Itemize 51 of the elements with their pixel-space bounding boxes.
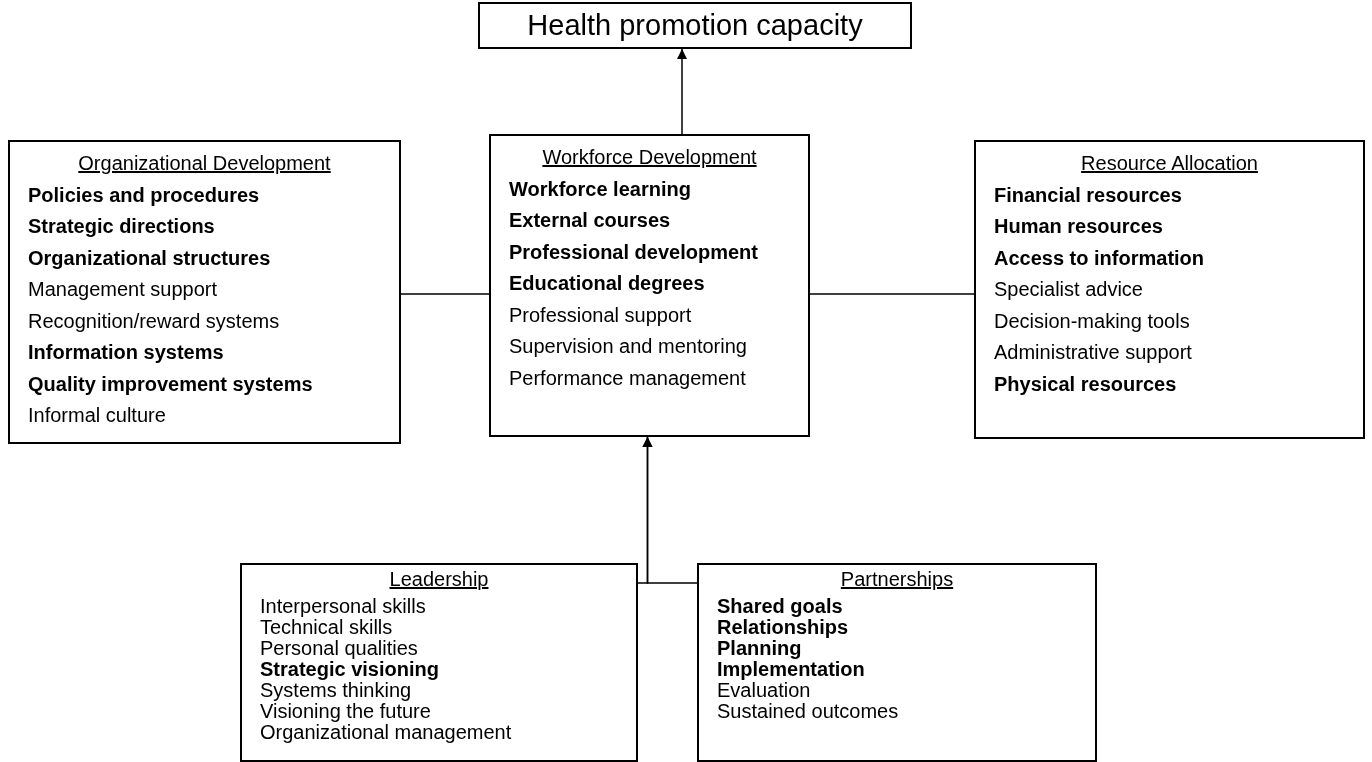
list-item: Planning xyxy=(717,638,802,659)
list-item: Workforce learning xyxy=(509,176,691,202)
list-item: External courses xyxy=(509,208,671,233)
list-item: Management support xyxy=(28,277,217,302)
list-item: Financial resources xyxy=(994,182,1182,208)
component-box xyxy=(240,563,638,762)
connector-line xyxy=(400,293,490,295)
list-item: Educational degrees xyxy=(509,271,705,296)
list-item: Sustained outcomes xyxy=(717,701,899,722)
list-item: Quality improvement systems xyxy=(28,371,313,397)
goal-box xyxy=(478,2,912,49)
list-item: Performance management xyxy=(509,365,746,391)
list-item: Interpersonal skills xyxy=(260,596,426,617)
list-item: Systems thinking xyxy=(260,680,412,701)
list-item: Professional support xyxy=(509,302,692,328)
list-item: Organizational structures xyxy=(28,245,271,271)
box-heading: Resource Allocation xyxy=(1080,151,1259,176)
connector-line xyxy=(809,293,975,295)
list-item: Personal qualities xyxy=(260,638,418,659)
list-item: Shared goals xyxy=(717,596,843,617)
list-item: Information systems xyxy=(28,340,224,365)
list-item: Access to information xyxy=(994,245,1205,271)
component-box xyxy=(8,140,401,444)
list-item: Supervision and mentoring xyxy=(509,334,747,359)
arrow xyxy=(642,436,698,584)
component-box xyxy=(697,563,1097,762)
goal-title: Health promotion capacity xyxy=(527,9,863,41)
component-box xyxy=(489,134,810,437)
list-item: Implementation xyxy=(717,659,865,680)
list-item: Policies and procedures xyxy=(28,182,260,208)
box-heading: Leadership xyxy=(388,569,490,590)
list-item: Human resources xyxy=(994,214,1163,239)
list-item: Decision-making tools xyxy=(994,308,1190,334)
list-item: Organizational management xyxy=(260,722,512,743)
list-item: Visioning the future xyxy=(260,701,431,722)
list-item: Administrative support xyxy=(994,340,1192,365)
component-box xyxy=(974,140,1365,439)
box-heading: Workforce Development xyxy=(541,145,758,170)
list-item: Evaluation xyxy=(717,680,811,701)
list-item: Relationships xyxy=(717,617,849,638)
list-item: Technical skills xyxy=(260,617,393,638)
box-heading: Organizational Development xyxy=(77,151,332,176)
list-item: Informal culture xyxy=(28,403,166,428)
list-item: Specialist advice xyxy=(994,277,1143,302)
list-item: Recognition/reward systems xyxy=(28,308,280,334)
box-heading: Partnerships xyxy=(839,569,955,590)
list-item: Physical resources xyxy=(994,371,1177,397)
list-item: Strategic visioning xyxy=(260,659,439,680)
list-item: Strategic directions xyxy=(28,214,215,239)
list-item: Professional development xyxy=(509,239,758,265)
arrow xyxy=(677,48,687,135)
